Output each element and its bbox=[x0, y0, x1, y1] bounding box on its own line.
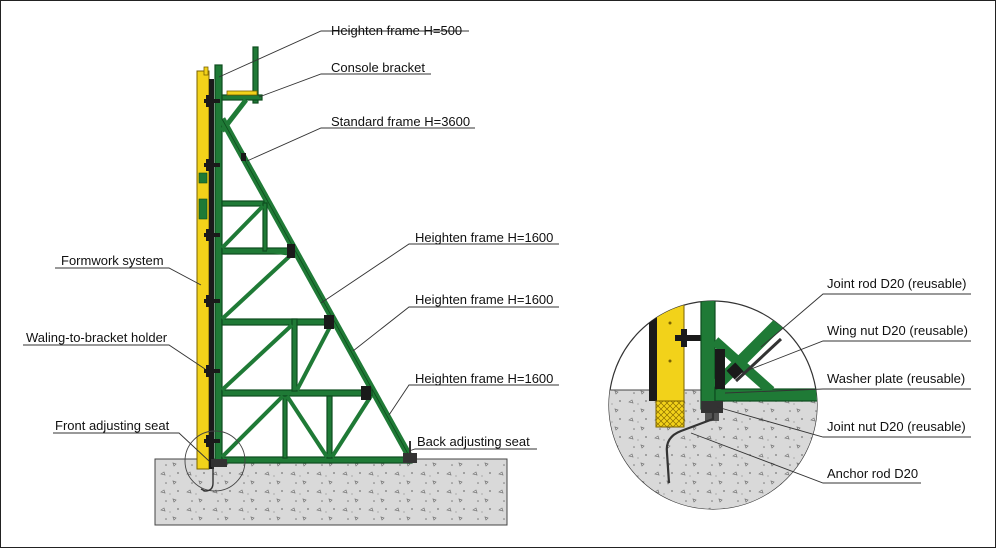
label-formwork-system: Formwork system bbox=[61, 253, 164, 268]
formwork-system bbox=[196, 66, 214, 470]
anchor-detail bbox=[608, 300, 818, 510]
waling-holders bbox=[204, 95, 220, 447]
label-heighten-frame-500: Heighten frame H=500 bbox=[331, 23, 462, 38]
label-anchor-rod: Anchor rod D20 bbox=[827, 466, 918, 481]
label-standard-frame: Standard frame H=3600 bbox=[331, 114, 470, 129]
label-back-adjusting-seat: Back adjusting seat bbox=[417, 434, 530, 449]
label-console-bracket: Console bracket bbox=[331, 60, 425, 75]
label-washer-plate: Washer plate (reusable) bbox=[827, 371, 965, 386]
label-joint-rod: Joint rod D20 (reusable) bbox=[827, 276, 966, 291]
label-joint-nut: Joint nut D20 (reusable) bbox=[827, 419, 966, 434]
label-heighten-frame-1600-bottom: Heighten frame H=1600 bbox=[415, 371, 553, 386]
label-front-adjusting-seat: Front adjusting seat bbox=[55, 418, 170, 433]
label-heighten-frame-1600-middle: Heighten frame H=1600 bbox=[415, 292, 553, 307]
label-wing-nut: Wing nut D20 (reusable) bbox=[827, 323, 968, 338]
bracket-frame bbox=[211, 46, 417, 467]
detail-marker-circle bbox=[184, 430, 246, 492]
label-waling-to-bracket-holder: Waling-to-bracket holder bbox=[26, 330, 168, 345]
label-heighten-frame-1600-top: Heighten frame H=1600 bbox=[415, 230, 553, 245]
